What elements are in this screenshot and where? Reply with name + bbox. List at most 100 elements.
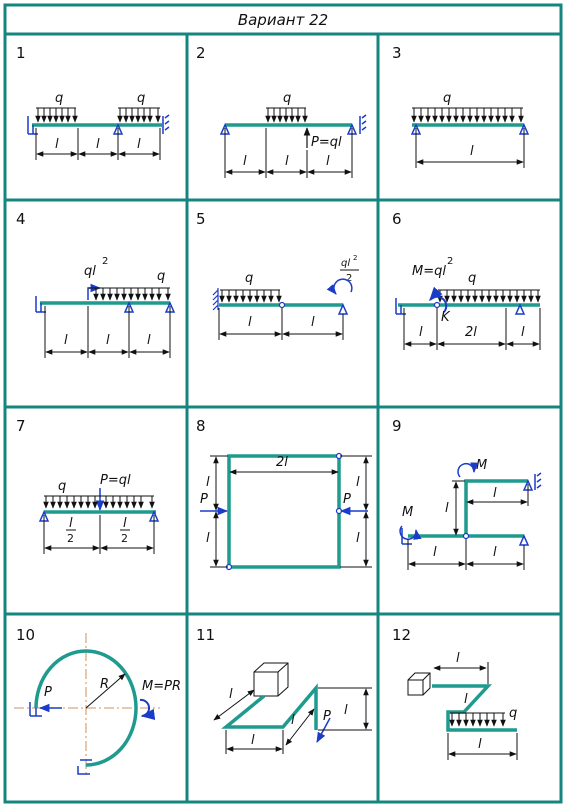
dimension-lines [407, 480, 529, 570]
moment-arrow [429, 286, 448, 313]
load-label: q [157, 269, 165, 284]
force-label: P=ql [100, 473, 131, 488]
cell-7: 7 q P=ql [16, 417, 160, 554]
dimension-denominator: 2 [121, 532, 128, 545]
cell-4: 4 ql 2 q [16, 210, 176, 358]
cell-number: 1 [16, 44, 26, 62]
dimension-lines [213, 687, 372, 754]
load-label: q [509, 706, 517, 721]
dimension-denominator: 2 [67, 532, 74, 545]
hinge-icon [462, 532, 470, 540]
dimension-label: 2l [465, 325, 477, 340]
dimension-label: l [206, 475, 210, 490]
dimension-lines [224, 128, 353, 178]
moment-exponent: 2 [447, 256, 453, 267]
cell-number: 4 [16, 210, 26, 228]
cell-9: 9 M M l l l l [392, 417, 542, 570]
dimension-label: l [291, 713, 295, 728]
cell-10: 10 R P M=PR [14, 626, 181, 775]
dimension-label: l [311, 315, 315, 330]
hinge-icon [335, 507, 343, 515]
frame-structure [408, 479, 528, 538]
support-icon [29, 702, 92, 775]
dimension-label: l [55, 137, 59, 152]
cell-2: 2 q P=ql l l l [196, 44, 367, 178]
dimension-label: l [248, 315, 252, 330]
dimension-label: l [285, 154, 289, 169]
force-label: P=ql [311, 135, 342, 150]
hinge-icon [278, 301, 286, 309]
fixed-block-icon [253, 662, 289, 697]
moment-numerator: ql [341, 258, 350, 269]
load-label: q [55, 91, 63, 106]
distributed-load-1a [35, 107, 78, 123]
dimension-label: l [445, 501, 449, 516]
moment-label: M [476, 458, 487, 473]
cell-number: 6 [392, 210, 402, 228]
dimension-label: l [456, 651, 460, 666]
dimension-label: l [137, 137, 141, 152]
dimension-label: l [123, 516, 127, 531]
dimension-lines [210, 455, 372, 568]
dimension-label: l [478, 737, 482, 752]
point-label: K [441, 310, 451, 325]
hinge-icon [433, 301, 441, 309]
cell-12: 12 q l l l [392, 626, 518, 760]
dimension-label: l [69, 516, 73, 531]
cell-number: 11 [196, 626, 215, 644]
dimension-label: l [96, 137, 100, 152]
dimension-label: l [106, 333, 110, 348]
dimension-label: l [356, 531, 360, 546]
dimension-label: l [243, 154, 247, 169]
moment-label: M=PR [142, 679, 181, 694]
dimension-label: l [419, 325, 423, 340]
moment-exponent: 2 [353, 254, 357, 262]
fixed-block-icon [407, 672, 431, 696]
load-label: q [468, 271, 476, 286]
radius-arrow [85, 673, 126, 709]
distributed-load [88, 287, 171, 301]
force-label: P [200, 492, 208, 507]
moment-arrow [87, 283, 102, 300]
dimension-lines [415, 128, 525, 168]
moment-arrow [457, 462, 479, 478]
cell-number: 9 [392, 417, 402, 435]
load-label: q [283, 91, 291, 106]
dimension-lines [43, 515, 155, 554]
cell-number: 5 [196, 210, 206, 228]
load-label: q [443, 91, 451, 106]
moment-arrow [139, 698, 156, 720]
fixed-support-icon [212, 288, 219, 311]
page-title: Вариант 22 [238, 11, 328, 29]
dimension-lines [218, 308, 344, 340]
cell-5: 5 q ql 2 2 [196, 210, 359, 340]
distributed-load [43, 495, 155, 509]
load-label: q [137, 91, 145, 106]
frame-structure [432, 684, 517, 732]
grid-frame [3, 3, 563, 804]
moment-exponent: 2 [102, 256, 108, 267]
load-label: q [58, 479, 66, 494]
moment-label: M=ql [412, 264, 446, 279]
frame-structure [227, 454, 341, 569]
force-label: P [323, 709, 331, 724]
support-icon [395, 298, 526, 315]
cell-8: 8 2l P P l l l l [196, 417, 372, 571]
moment-denominator: 2 [346, 273, 352, 284]
dimension-label: l [493, 486, 497, 501]
dimension-label: l [493, 545, 497, 560]
dimension-label: l [521, 325, 525, 340]
load-label: q [245, 271, 253, 286]
moment-label: M [402, 505, 413, 520]
moment-label: ql [84, 264, 96, 279]
dimension-lines [35, 128, 161, 160]
dimension-label: l [206, 531, 210, 546]
cell-6: 6 M=ql 2 q K [392, 210, 541, 350]
force-label: P [343, 492, 351, 507]
moment-arrow [399, 525, 422, 540]
cell-3: 3 q [392, 44, 530, 168]
cell-number: 2 [196, 44, 206, 62]
support-icon [401, 472, 542, 546]
cell-number: 3 [392, 44, 402, 62]
